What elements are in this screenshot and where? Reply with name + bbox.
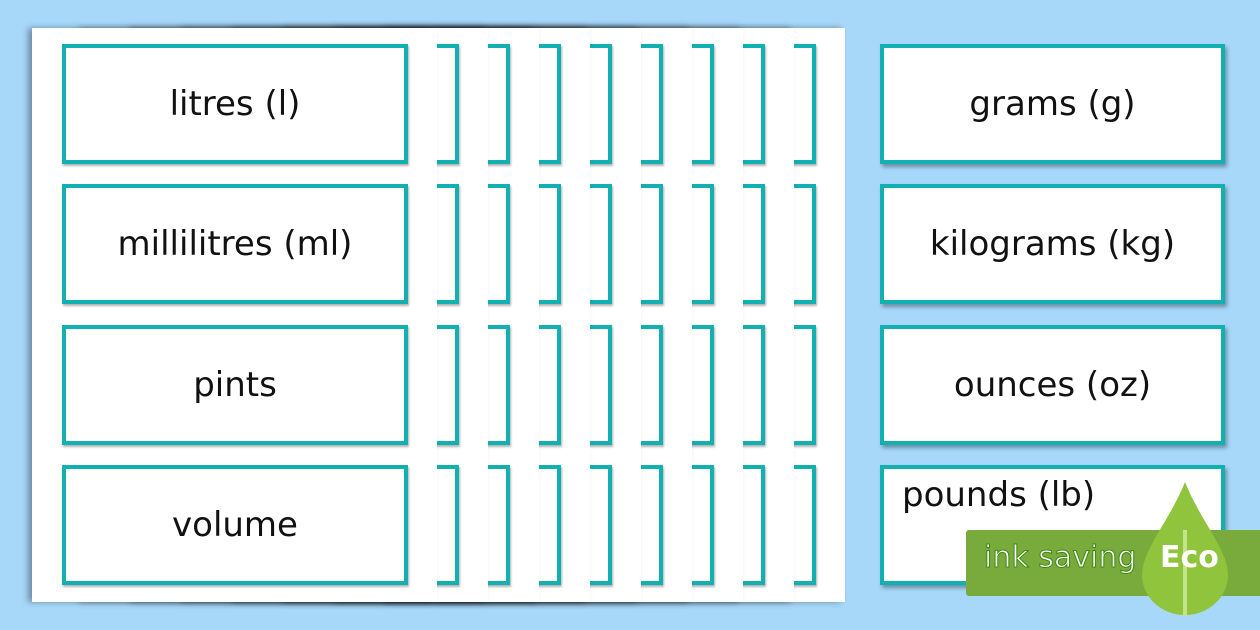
word-card: millilitres (ml): [62, 184, 408, 304]
leaf-drop-icon: [1142, 482, 1228, 616]
front-page: litres (l) millilitres (ml) pints volume: [32, 28, 437, 602]
card-label: pounds (lb): [902, 475, 1096, 515]
word-card: ounces (oz): [880, 325, 1225, 445]
card-label: grams (g): [969, 84, 1136, 124]
word-card: volume: [62, 465, 408, 585]
card-label: litres (l): [169, 84, 301, 124]
card-label: kilograms (kg): [929, 224, 1176, 264]
eco-badge-label: Eco: [1160, 540, 1219, 575]
card-label: volume: [172, 505, 298, 545]
word-card: grams (g): [880, 44, 1225, 164]
card-label: ounces (oz): [953, 365, 1152, 405]
word-card: pints: [62, 325, 408, 445]
eco-badge-text: ink saving: [983, 540, 1137, 576]
card-label: millilitres (ml): [117, 224, 353, 264]
card-label: pints: [193, 365, 277, 405]
word-card: kilograms (kg): [880, 184, 1225, 304]
word-card: litres (l): [62, 44, 408, 164]
